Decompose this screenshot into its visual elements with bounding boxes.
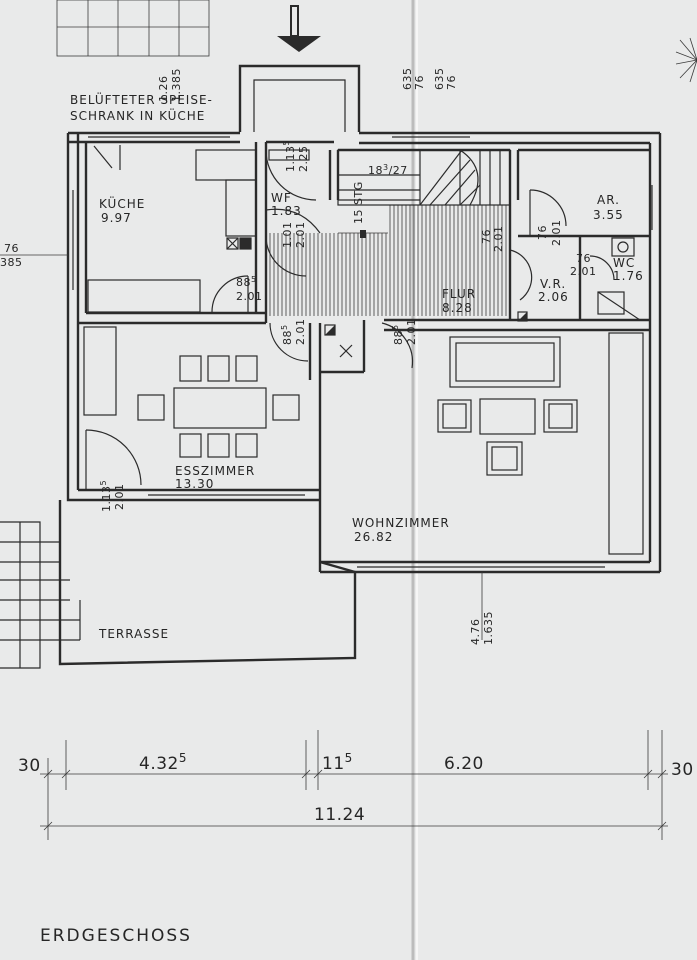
kitchen-door-dim: 885 [236,275,257,289]
wf-window-dim-sup: 5 [282,140,291,146]
svg-text:885: 885 [391,324,405,345]
left-dim-a: 76 [4,242,19,255]
living-door-dim-a: 88 [392,330,405,345]
terrace-door-dim-sup: 5 [99,480,108,486]
living-door-dim-b: 2.01 [405,319,418,346]
svg-text:885: 885 [236,275,257,289]
vr-door-dim-a: 76 [576,252,591,265]
top-right-dim-c: 635 [433,68,446,91]
top-grid [56,0,210,57]
dining-name: ESSZIMMER [175,464,255,478]
meter-marks [324,230,528,336]
dimension-chain [0,254,668,840]
interior-walls [78,140,650,380]
dining-door-dim: 885 [280,324,294,345]
hall-door-dim-a: 76 [480,229,493,244]
staircase [337,149,511,206]
dining-door-dim-sup: 5 [280,324,289,330]
wf-window-dim: 1.135 [282,140,297,172]
top-right-dim-a: 635 [401,68,414,91]
hall-hatching [269,204,510,316]
storage-name: AR. [597,193,620,207]
living-door-dim: 885 [391,324,405,345]
top-window-dim-a: 1.26 [157,76,170,103]
wf-door-dim-a: 1.01 [281,222,294,249]
terrace [0,500,357,669]
svg-text:1.135: 1.135 [99,480,113,512]
storage-area: 3.55 [593,208,624,222]
living-furniture [437,332,644,555]
terrace-door-dim-b: 2.01 [113,484,126,511]
hall-name: FLUR [442,287,476,301]
dim-left-span-sup: 5 [179,751,187,765]
kitchen-door-dim-b: 2.01 [236,290,263,303]
svg-text:1.135: 1.135 [282,140,297,172]
storage-note-line1: BELÜFTETER SPEISE- [70,91,213,107]
wf-name: WF [271,191,292,205]
door-swings [85,149,615,490]
kitchen-door-dim-sup: 5 [251,275,257,284]
dining-area: 13.30 [175,477,214,491]
terrace-door-dim-a: 1.13 [100,486,113,513]
storage-note-line2: SCHRANK IN KÜCHE [70,107,205,123]
dim-total: 11.24 [314,805,365,825]
stair-dim-sup: 3 [383,163,389,172]
stair-dim-a: 18 [368,164,383,177]
ar-door-dim-b: 2.01 [550,220,563,247]
dim-left-span: 4.325 [139,751,187,774]
ar-door-dim-a: 76 [536,225,549,240]
svg-text:885: 885 [280,324,294,345]
terrace-name: TERRASSE [98,627,169,641]
vestibule-area: 2.06 [538,290,569,304]
dining-furniture [83,326,300,458]
top-window-dim-b: 1.385 [170,68,183,102]
dim-left-wall: 30 [18,756,41,776]
wc-fixtures [597,237,641,321]
hall-door-dim-b: 2.01 [492,226,505,253]
top-right-dim-b: 76 [413,75,426,90]
entrance-porch [238,64,361,132]
dining-door-dim-b: 2.01 [294,319,307,346]
kitchen-fixtures [87,145,257,313]
wf-window-dim-b: 2.25 [297,146,310,173]
dim-mid-wall: 115 [322,751,353,774]
dining-door-dim-a: 88 [281,330,294,345]
living-area: 26.82 [354,530,393,544]
dim-mid-wall-sup: 5 [345,751,353,765]
kitchen-area: 9.97 [101,211,132,225]
outer-walls [66,131,662,574]
vr-door-dim-b: 2.01 [570,265,597,278]
dim-left-span-value: 4.32 [139,754,179,774]
wc-name: WC [613,256,635,270]
stair-steps: 15 STG [352,181,365,224]
compass-rays [675,37,697,83]
wf-window-dim-a: 1.13 [284,146,297,173]
wf-door-dim-b: 2.01 [294,222,307,249]
bottom-window-dim-b: 1.635 [482,611,495,645]
entrance-arrow-icon [277,5,321,52]
floor-title: ERDGESCHOSS [40,926,192,946]
svg-text:183/27: 183/27 [368,163,408,177]
bottom-window-dim-a: 4.76 [469,619,482,646]
living-name: WOHNZIMMER [352,516,450,530]
vestibule-name: V.R. [540,277,566,291]
living-door-dim-sup: 5 [391,324,400,330]
dim-mid-wall-value: 11 [322,754,345,774]
terrace-door-dim: 1.135 [99,480,113,512]
wf-fixtures [265,149,321,234]
left-dim-b: 385 [0,256,23,269]
dim-right-wall: 30 [671,760,694,780]
top-right-dim-d: 76 [445,75,458,90]
stair-dim-b: /27 [389,164,408,177]
kitchen-name: KÜCHE [99,195,145,211]
hall-area: 8.28 [442,301,473,315]
dim-right-span: 6.20 [444,754,484,774]
stair-dim: 183/27 [368,163,408,177]
kitchen-door-dim-a: 88 [236,276,251,289]
wc-area: 1.76 [613,269,644,283]
wf-area: 1.83 [271,204,302,218]
